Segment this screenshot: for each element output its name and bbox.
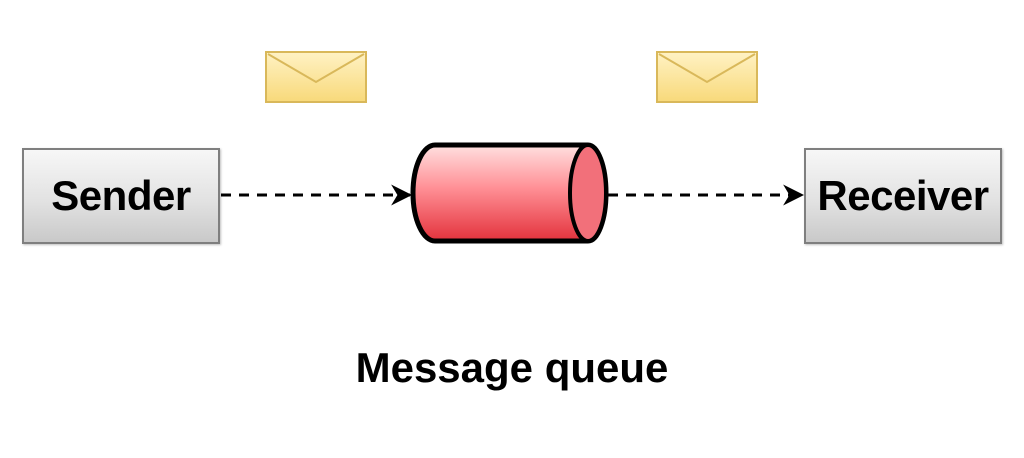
envelope-icon xyxy=(656,51,758,103)
receiver-label: Receiver xyxy=(817,172,989,219)
receiver-node: Receiver xyxy=(804,148,1002,244)
queue-cylinder xyxy=(410,142,609,244)
diagram-caption: Message queue xyxy=(355,344,669,391)
sender-node: Sender xyxy=(22,148,220,244)
envelope-icon xyxy=(265,51,367,103)
sender-label: Sender xyxy=(51,172,191,219)
